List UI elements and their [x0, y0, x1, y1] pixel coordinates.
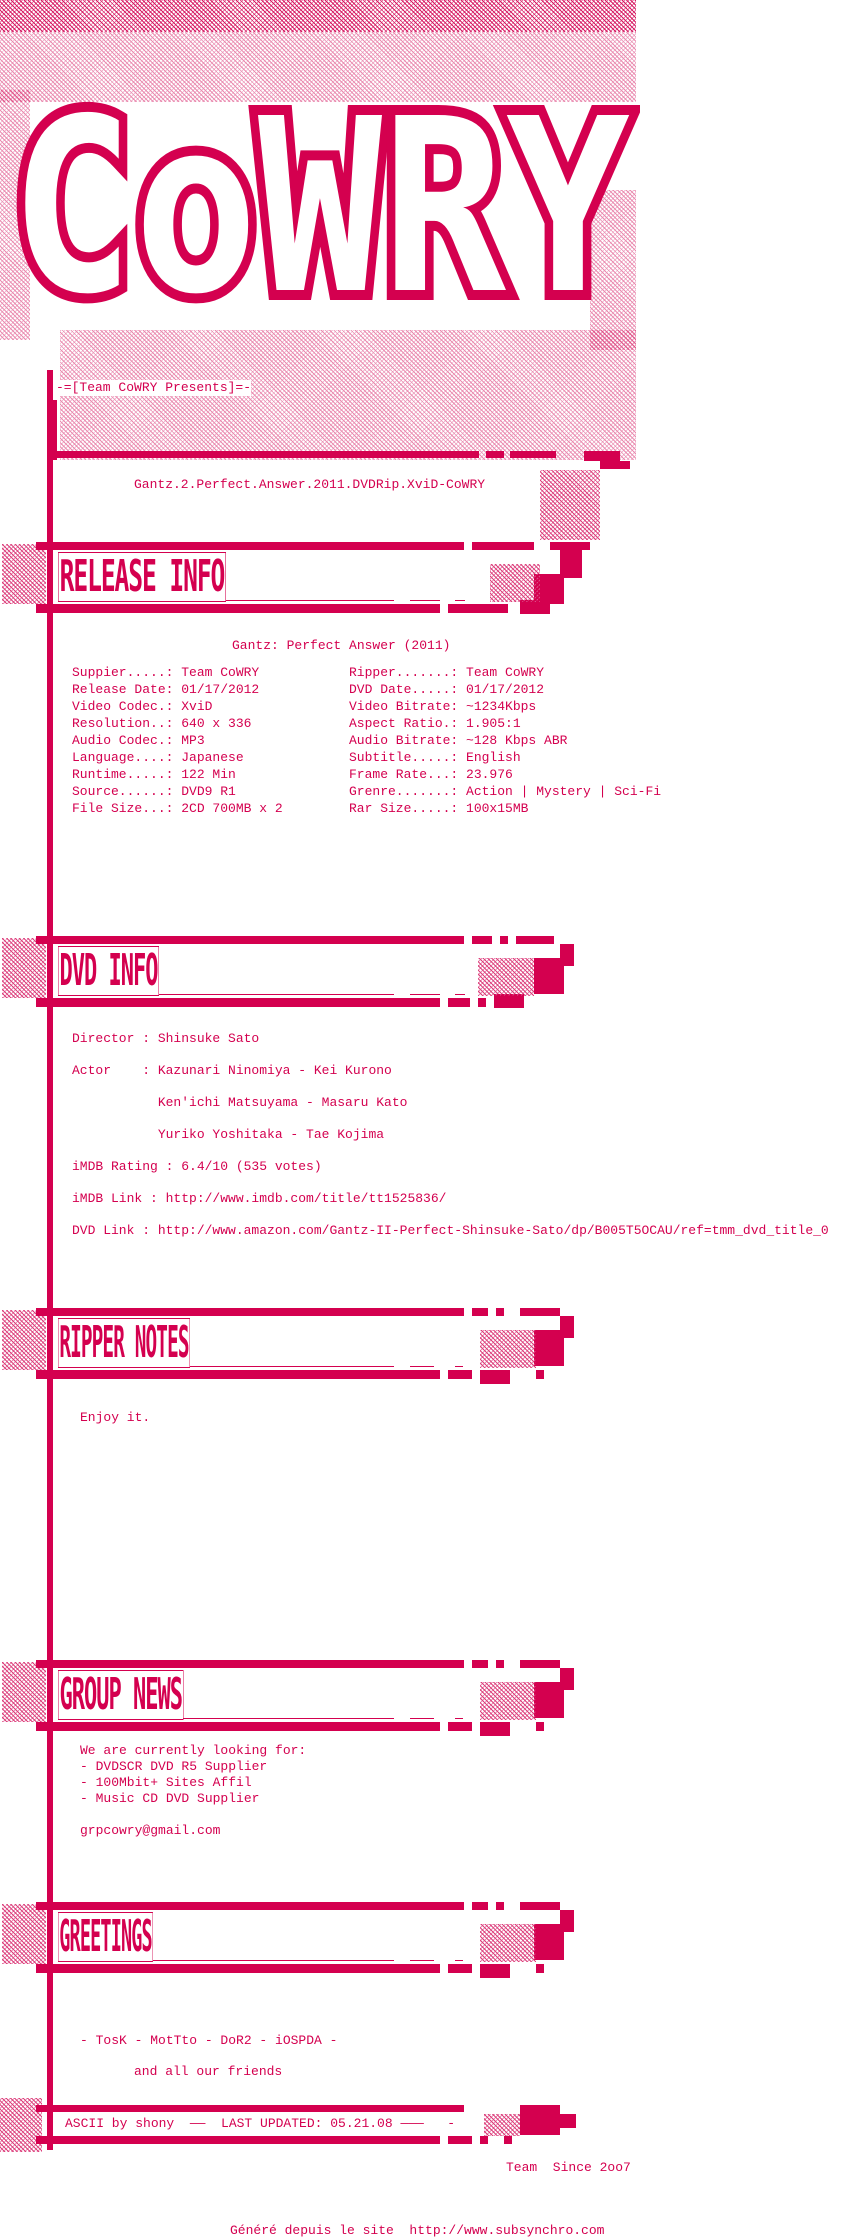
- rail-accent: [53, 400, 57, 460]
- info-field: Ripper.......: Team CoWRY: [349, 665, 545, 680]
- info-field: Source......: DVD9 R1: [72, 784, 236, 799]
- generated-by: Généré depuis le site http://www.subsync…: [230, 2223, 605, 2238]
- banner-top-bar: [53, 451, 479, 458]
- logo-dither-left: [0, 90, 30, 340]
- banner-dash: [486, 451, 504, 458]
- banner-dash: [510, 451, 556, 458]
- logo-dither-top: [0, 32, 636, 102]
- info-field: Suppier.....: Team CoWRY: [72, 665, 260, 680]
- release-name: Gantz.2.Perfect.Answer.2011.DVDRip.XviD-…: [134, 477, 486, 492]
- dvd-info-line: Ken'ichi Matsuyama - Masaru Kato: [72, 1095, 408, 1110]
- info-field: Resolution..: 640 x 336: [72, 716, 252, 731]
- greetings-groups: - TosK - MotTto - DoR2 - iOSPDA -: [80, 2033, 338, 2048]
- info-field: Subtitle.....: English: [349, 750, 521, 765]
- section-header-release-info: RELEASE INFO: [0, 534, 600, 616]
- dvd-info-line: Yuriko Yoshitaka - Tae Kojima: [72, 1127, 385, 1142]
- section-title: GREETINGS: [58, 1911, 154, 1962]
- logo-dither-right: [590, 190, 636, 350]
- dvd-info-line: iMDB Rating : 6.4/10 (535 votes): [72, 1159, 322, 1174]
- banner-corner: [584, 451, 620, 461]
- info-field: Video Bitrate: ~1234Kbps: [349, 699, 537, 714]
- section-header-group-news: GROUP NEWS: [0, 1652, 600, 1736]
- info-field: Audio Codec.: MP3: [72, 733, 205, 748]
- info-field: Runtime.....: 122 Min: [72, 767, 236, 782]
- section-header-ripper-notes: RIPPER NOTES: [0, 1300, 600, 1384]
- imdb-link[interactable]: iMDB Link : http://www.imdb.com/title/tt…: [72, 1191, 447, 1206]
- banner-corner-dither: [540, 470, 600, 540]
- info-field: File Size...: 2CD 700MB x 2: [72, 801, 283, 816]
- section-title: DVD INFO: [58, 945, 159, 996]
- news-line: - 100Mbit+ Sites Affil: [80, 1775, 252, 1790]
- logo-top-strip: [0, 0, 636, 32]
- greetings-friends: and all our friends: [134, 2064, 283, 2079]
- ripper-notes-text: Enjoy it.: [80, 1410, 151, 1425]
- info-field: Grenre.......: Action | Mystery | Sci-Fi: [349, 784, 662, 799]
- logo-text: CoWRY: [10, 67, 630, 347]
- cowry-logo: CoWRY: [0, 57, 640, 357]
- presents-label: -=[Team CoWRY Presents]=-: [56, 380, 252, 396]
- vertical-rail: [47, 370, 53, 2150]
- info-field: DVD Date.....: 01/17/2012: [349, 682, 545, 697]
- news-line: - Music CD DVD Supplier: [80, 1791, 260, 1806]
- info-field: Audio Bitrate: ~128 Kbps ABR: [349, 733, 568, 748]
- section-header-greetings: GREETINGS: [0, 1894, 600, 1978]
- info-field: Frame Rate...: 23.976: [349, 767, 513, 782]
- section-title: RELEASE INFO: [58, 551, 226, 602]
- banner-corner: [600, 461, 630, 469]
- info-field: Release Date: 01/17/2012: [72, 682, 260, 697]
- info-field: Language....: Japanese: [72, 750, 244, 765]
- team-since: Team Since 2oo7: [506, 2160, 631, 2175]
- section-header-dvd-info: DVD INFO: [0, 928, 600, 1010]
- info-field: Video Codec.: XviD: [72, 699, 213, 714]
- movie-title: Gantz: Perfect Answer (2011): [232, 638, 451, 653]
- news-line: We are currently looking for:: [80, 1743, 307, 1758]
- footer-credit: ASCII by shony —— LAST UPDATED: 05.21.08…: [65, 2116, 456, 2131]
- section-title: GROUP NEWS: [58, 1669, 184, 1720]
- contact-email[interactable]: grpcowry@gmail.com: [80, 1823, 221, 1838]
- dvd-info-line: Actor : Kazunari Ninomiya - Kei Kurono: [72, 1063, 392, 1078]
- section-title: RIPPER NOTES: [58, 1317, 190, 1368]
- info-field: Aspect Ratio.: 1.905:1: [349, 716, 521, 731]
- dvd-info-line: Director : Shinsuke Sato: [72, 1031, 260, 1046]
- dvd-link[interactable]: DVD Link : http://www.amazon.com/Gantz-I…: [72, 1223, 829, 1238]
- news-line: - DVDSCR DVD R5 Supplier: [80, 1759, 268, 1774]
- info-field: Rar Size.....: 100x15MB: [349, 801, 529, 816]
